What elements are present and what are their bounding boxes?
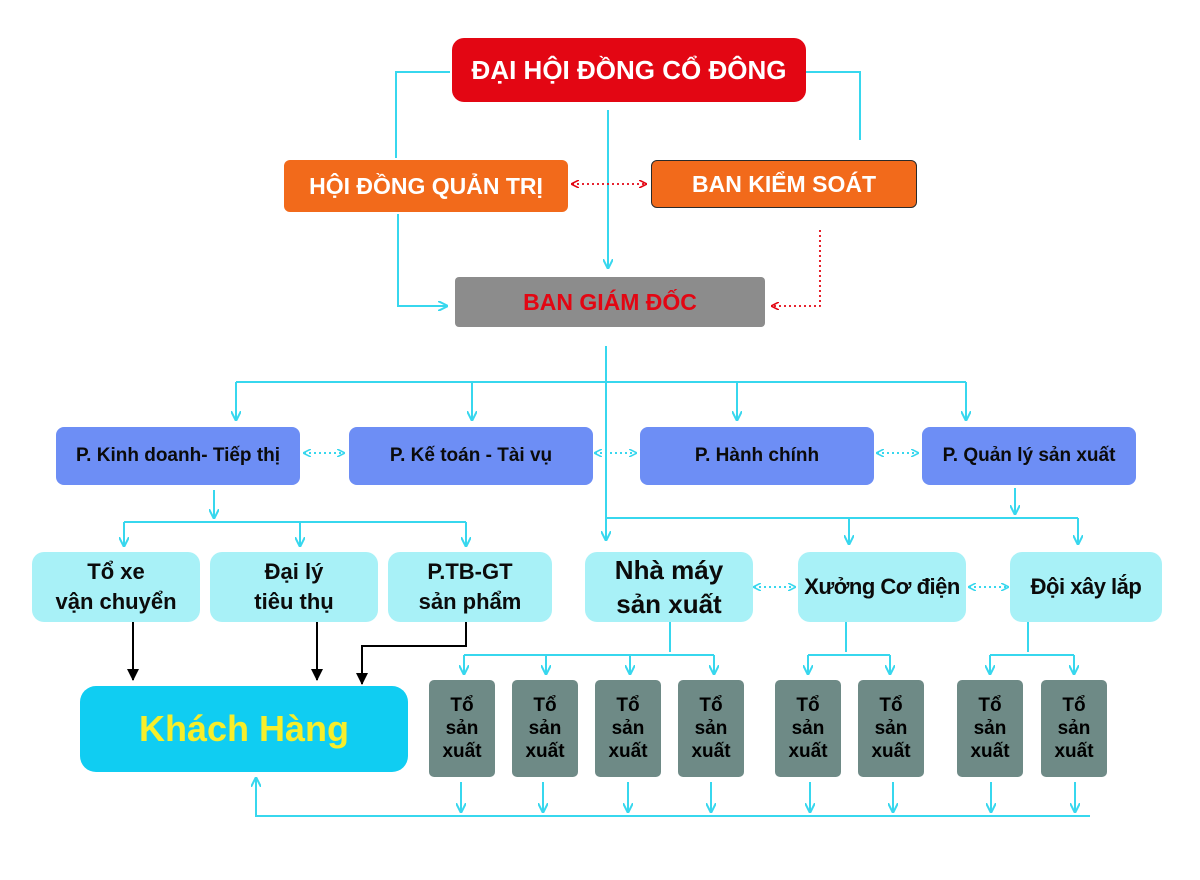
production-team-node: Tổ sản xuất [678,680,744,777]
factory-node: Nhà máy sản xuất [585,552,753,622]
production-team-node: Tổ sản xuất [595,680,661,777]
dept-admin-node: P. Hành chính [640,427,874,485]
customer-node: Khách Hàng [80,686,408,772]
transport-team-node: Tổ xe vận chuyển [32,552,200,622]
production-team-node: Tổ sản xuất [775,680,841,777]
dept-sales-node: P. Kinh doanh- Tiếp thị [56,427,300,485]
mech-elec-workshop-node: Xưởng Cơ điện [798,552,966,622]
production-team-node: Tổ sản xuất [512,680,578,777]
production-team-node: Tổ sản xuất [858,680,924,777]
dept-accounting-node: P. Kế toán - Tài vụ [349,427,593,485]
supervisory-node: BAN KIỂM SOÁT [651,160,917,208]
installation-team-node: Đội xây lắp [1010,552,1162,622]
directors-node: BAN GIÁM ĐỐC [455,277,765,327]
shareholders-node: ĐẠI HỘI ĐỒNG CỔ ĐÔNG [452,38,806,102]
sales-agents-node: Đại lý tiêu thụ [210,552,378,622]
production-team-node: Tổ sản xuất [957,680,1023,777]
production-team-node: Tổ sản xuất [429,680,495,777]
product-intro-dept-node: P.TB-GT sản phẩm [388,552,552,622]
board-node: HỘI ĐỒNG QUẢN TRỊ [284,160,568,212]
production-team-node: Tổ sản xuất [1041,680,1107,777]
dept-production-mgmt-node: P. Quản lý sản xuất [922,427,1136,485]
